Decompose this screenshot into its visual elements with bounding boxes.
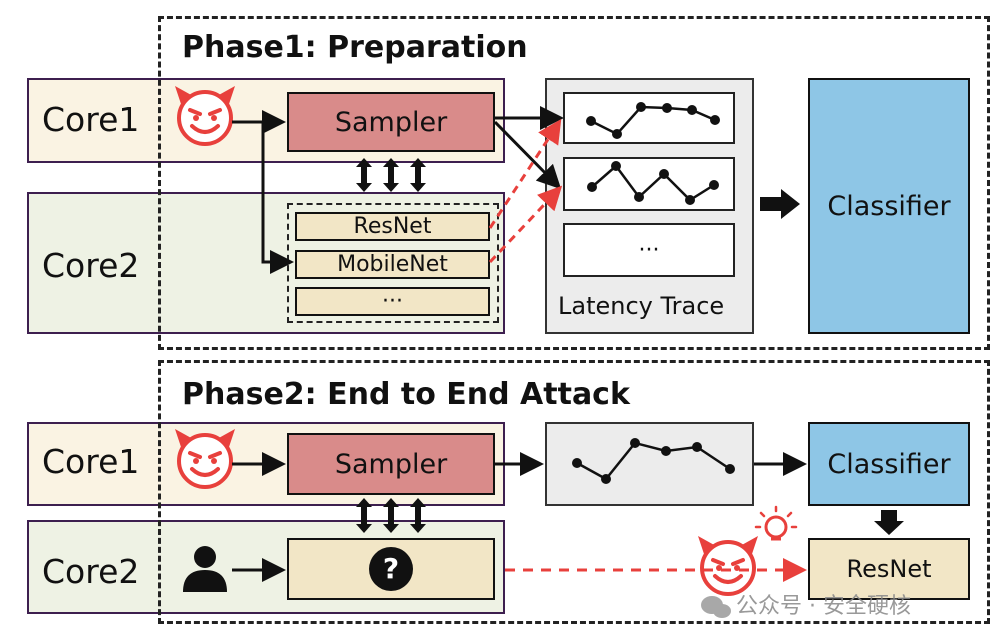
devil-icon — [175, 86, 235, 146]
trace-line-1 — [586, 102, 720, 139]
phase1-frame — [158, 16, 990, 350]
wechat-icon — [701, 596, 731, 618]
phase1-leak-arrows — [488, 118, 563, 264]
model-more: ··· — [295, 287, 490, 316]
phase2-core2-label: Core2 — [42, 552, 140, 591]
lightbulb-icon — [754, 505, 798, 541]
phase1-sampler: Sampler — [287, 92, 495, 152]
trace-line-phase2 — [572, 438, 735, 484]
trace-to-classifier-arrow — [760, 189, 800, 219]
devil-icon — [175, 429, 235, 489]
phase1-core1-label: Core1 — [42, 100, 140, 139]
phase1-bidirectional-arrows — [356, 158, 426, 192]
model-resnet: ResNet — [295, 212, 490, 241]
devil-icon — [698, 536, 758, 596]
watermark: 公众号 · 安全硬核 — [701, 594, 911, 619]
phase1-title: Phase1: Preparation — [182, 30, 528, 65]
trace-line-2 — [587, 161, 719, 205]
model-mobilenet: MobileNet — [295, 250, 490, 279]
phase1-arrows — [232, 106, 564, 274]
trace-more: ··· — [563, 223, 735, 277]
question-mark: ? — [383, 552, 399, 585]
result-resnet: ResNet — [808, 538, 970, 600]
phase2-arrows — [232, 452, 807, 582]
question-icon: ? — [369, 547, 413, 591]
phase2-classifier: Classifier — [808, 422, 970, 506]
phase1-classifier: Classifier — [808, 78, 970, 334]
phase2-bidirectional-arrows — [356, 498, 426, 533]
user-icon — [183, 546, 227, 592]
phase2-core1-label: Core1 — [42, 442, 140, 481]
phase2-frame — [158, 360, 990, 624]
classifier-to-result-arrow — [874, 510, 904, 535]
phase2-sampler: Sampler — [287, 433, 495, 495]
phase2-title: Phase2: End to End Attack — [182, 377, 630, 412]
latency-trace-label: Latency Trace — [558, 292, 725, 320]
phase1-core2-label: Core2 — [42, 246, 140, 285]
watermark-text: 公众号 · 安全硬核 — [736, 594, 911, 619]
